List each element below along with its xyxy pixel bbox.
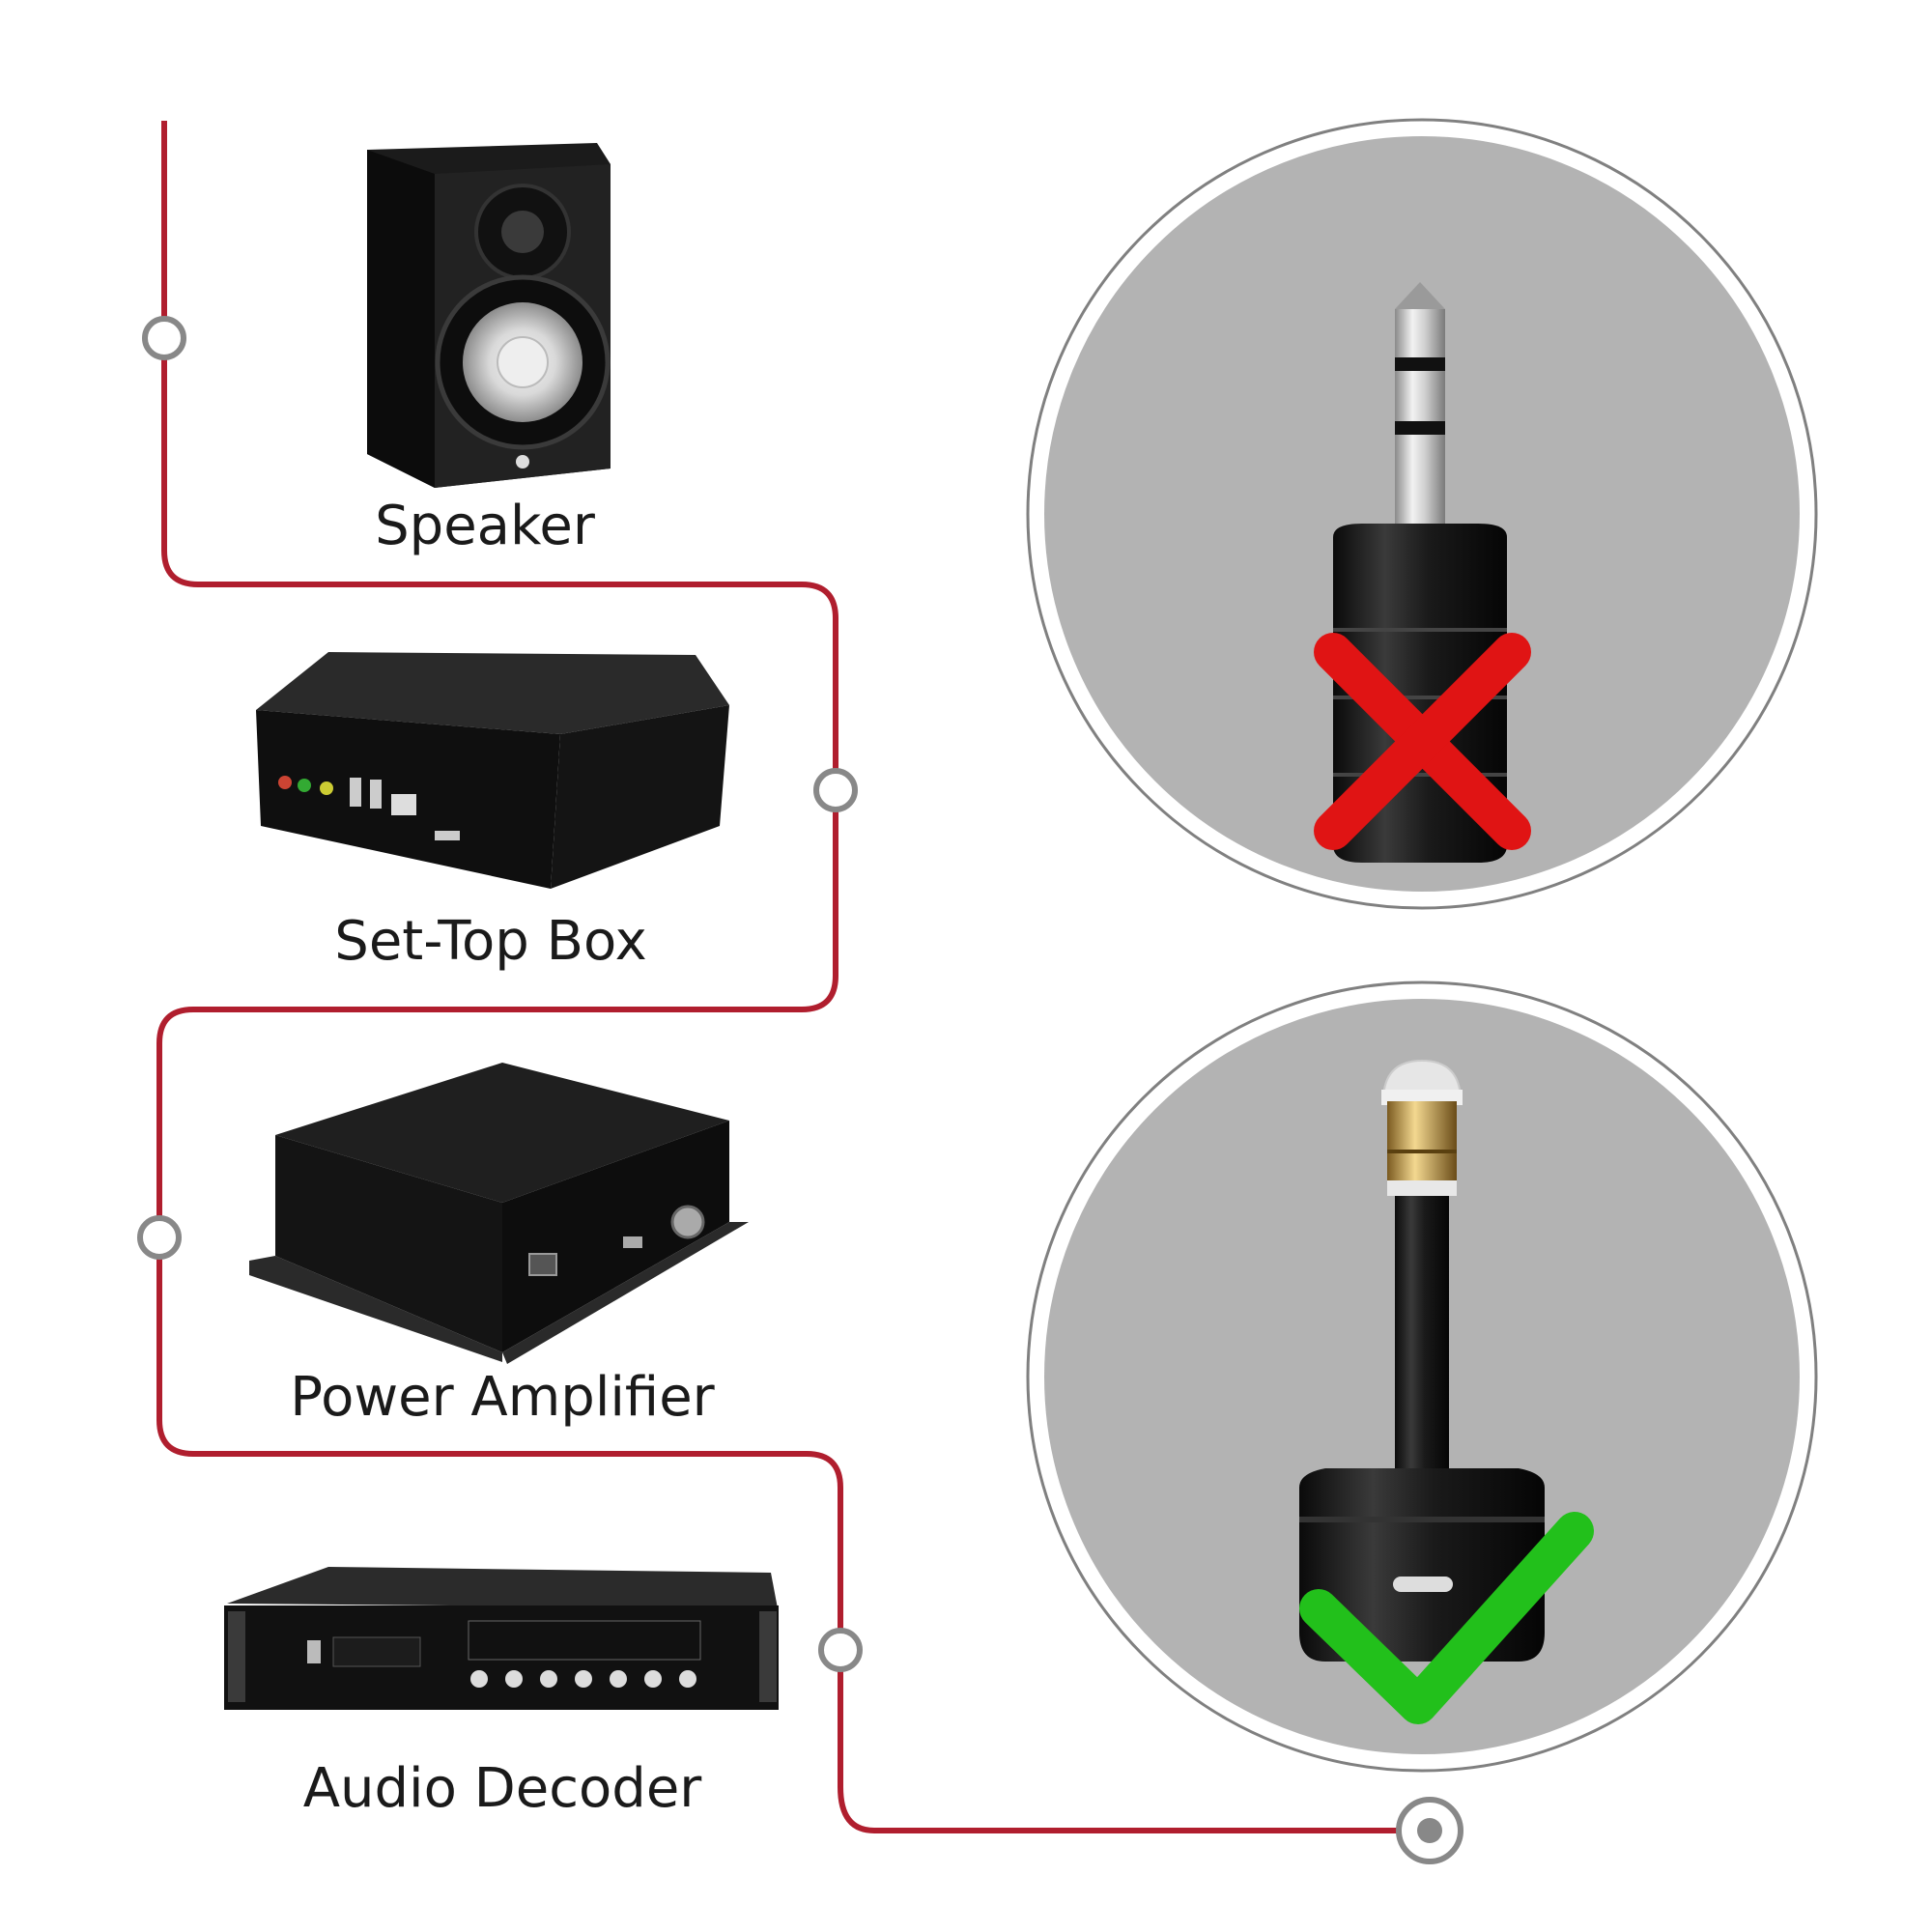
power-amplifier-image	[249, 1063, 749, 1364]
node-audio-decoder	[818, 1628, 863, 1672]
connector-circle-incompatible	[1026, 118, 1818, 910]
power-amplifier-label: Power Amplifier	[290, 1366, 715, 1429]
audio-decoder-label: Audio Decoder	[303, 1757, 703, 1820]
connection-line	[156, 121, 1430, 1833]
node-speaker	[142, 316, 186, 360]
cross-icon	[1314, 633, 1531, 850]
speaker-label: Speaker	[375, 495, 596, 557]
node-power-amplifier	[137, 1215, 182, 1260]
endpoint-node	[1396, 1797, 1463, 1864]
speaker-image	[367, 143, 611, 488]
set-top-box-image	[256, 652, 729, 889]
check-icon	[1299, 1512, 1594, 1724]
connector-circle-compatible	[1026, 980, 1818, 1773]
set-top-box-label: Set-Top Box	[334, 910, 646, 973]
node-set-top-box	[813, 768, 858, 812]
audio-decoder-image	[224, 1567, 779, 1710]
